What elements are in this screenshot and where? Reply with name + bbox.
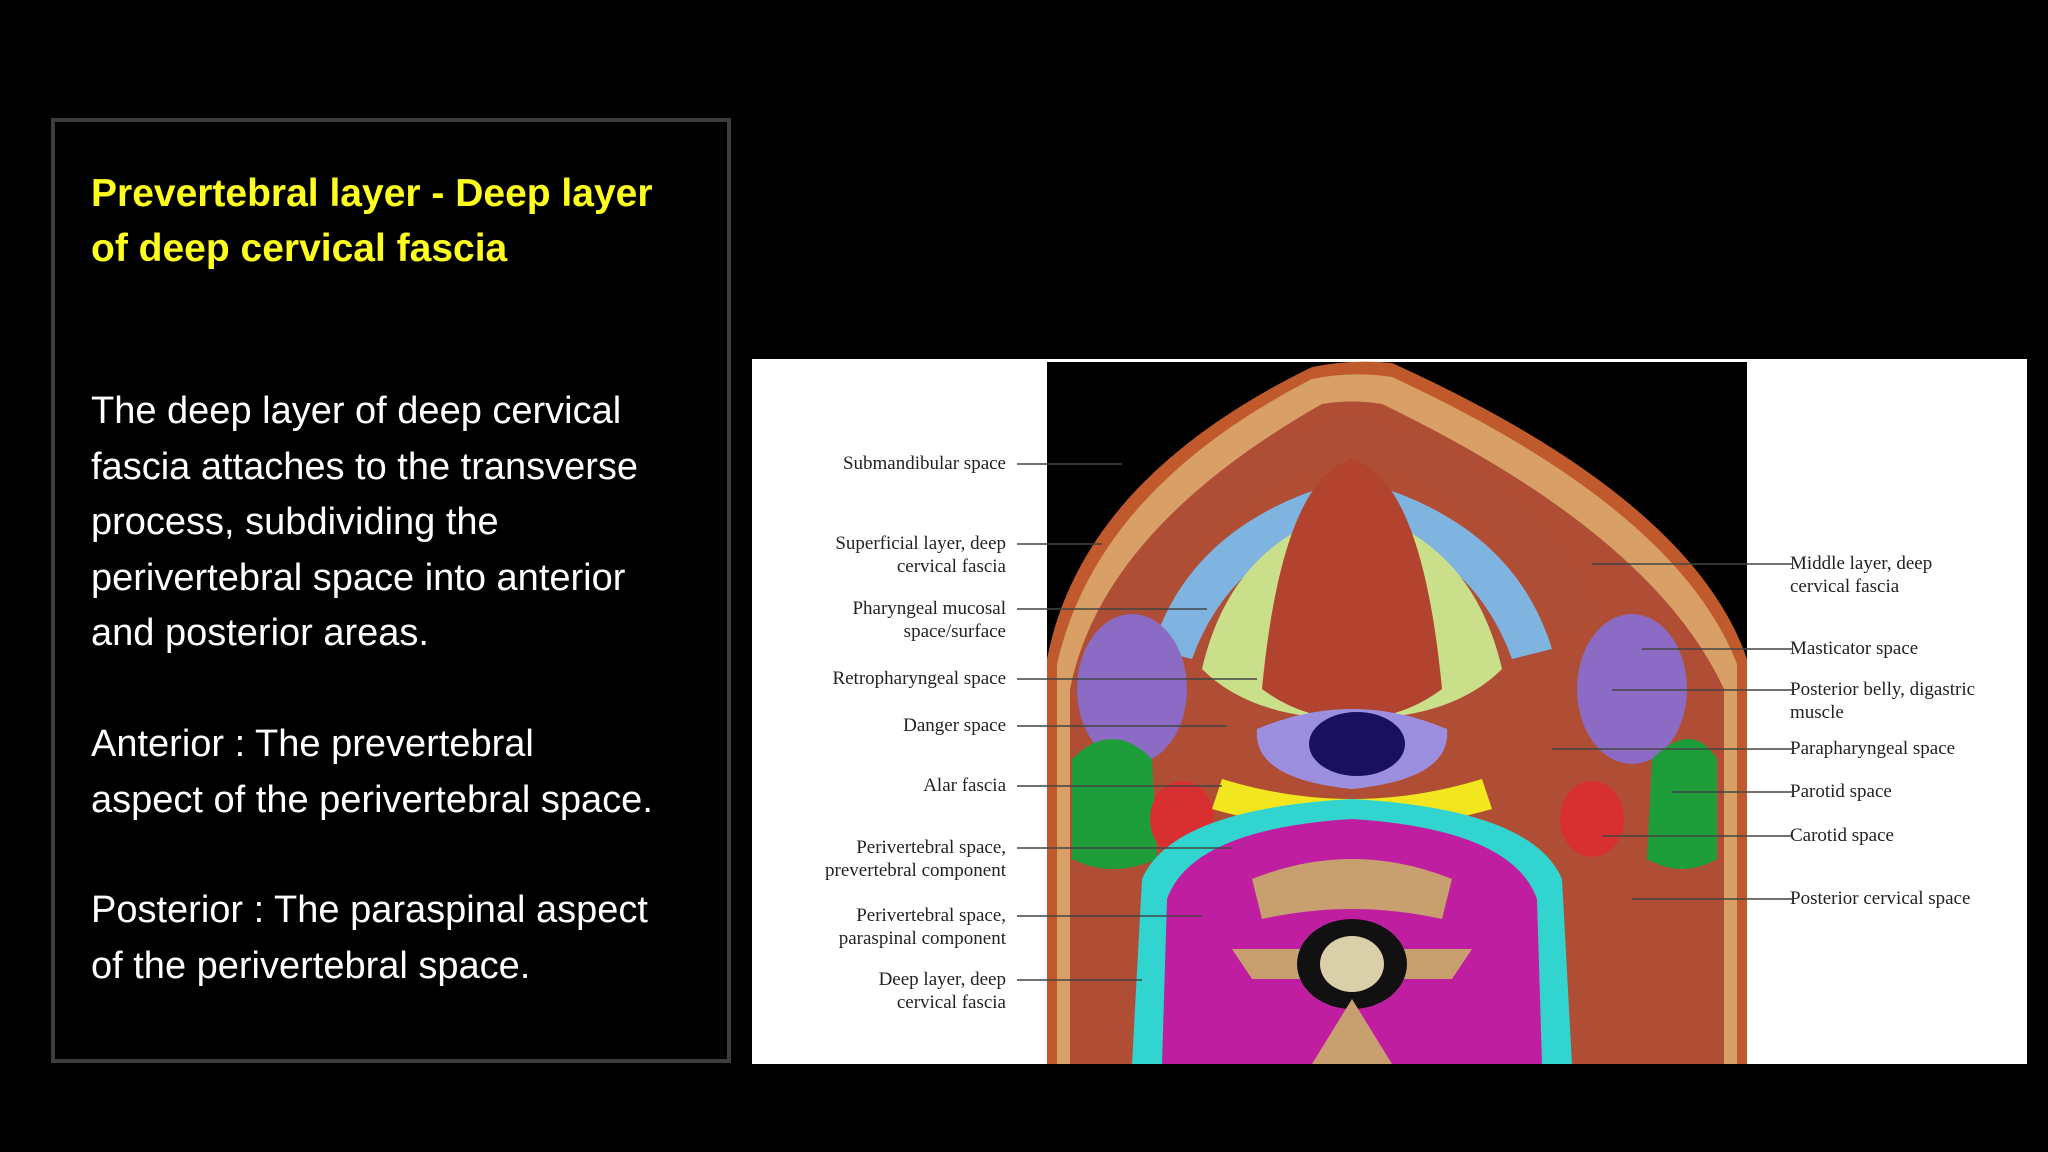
label-submandibular-space: Submandibular space — [842, 453, 1006, 474]
slide-heading: Prevertebral layer - Deep layer of deep … — [91, 172, 653, 270]
label-danger-space: Danger space — [903, 715, 1006, 736]
label-superficial-layer: Superficial layer, deep cervical fascia — [835, 533, 1006, 577]
label-parapharyngeal-space: Parapharyngeal space — [1790, 738, 1956, 759]
paragraph-posterior: Posterior : The paraspinal aspect of the… — [91, 889, 648, 987]
label-carotid-space: Carotid space — [1790, 825, 1894, 846]
label-deep-layer: Deep layer, deep cervical fascia — [878, 969, 1006, 1013]
anatomy-illustration — [1017, 361, 1792, 1064]
label-alar-fascia: Alar fascia — [923, 775, 1006, 796]
text-panel: Prevertebral layer - Deep layer of deep … — [51, 118, 731, 1063]
label-masticator-space: Masticator space — [1790, 638, 1919, 659]
paragraph-anterior: Anterior : The prevertebral aspect of th… — [91, 723, 653, 821]
label-retropharyngeal-space: Retropharyngeal space — [832, 668, 1006, 689]
label-middle-layer: Middle layer, deep cervical fascia — [1790, 553, 1933, 597]
label-posterior-belly-digastric: Posterior belly, digastric muscle — [1790, 679, 1976, 723]
neck-cross-section-figure: Submandibular space Superficial layer, d… — [752, 359, 2027, 1064]
paragraph-deep-layer: The deep layer of deep cervical fascia a… — [91, 390, 639, 654]
label-parotid-space: Parotid space — [1790, 781, 1892, 802]
label-pharyngeal-mucosal-space: Pharyngeal mucosal space/surface — [852, 598, 1006, 642]
label-prevertebral-component: Perivertebral space, prevertebral compon… — [825, 837, 1006, 881]
label-posterior-cervical-space: Posterior cervical space — [1790, 888, 1971, 909]
label-paraspinal-component: Perivertebral space, paraspinal componen… — [838, 905, 1006, 949]
